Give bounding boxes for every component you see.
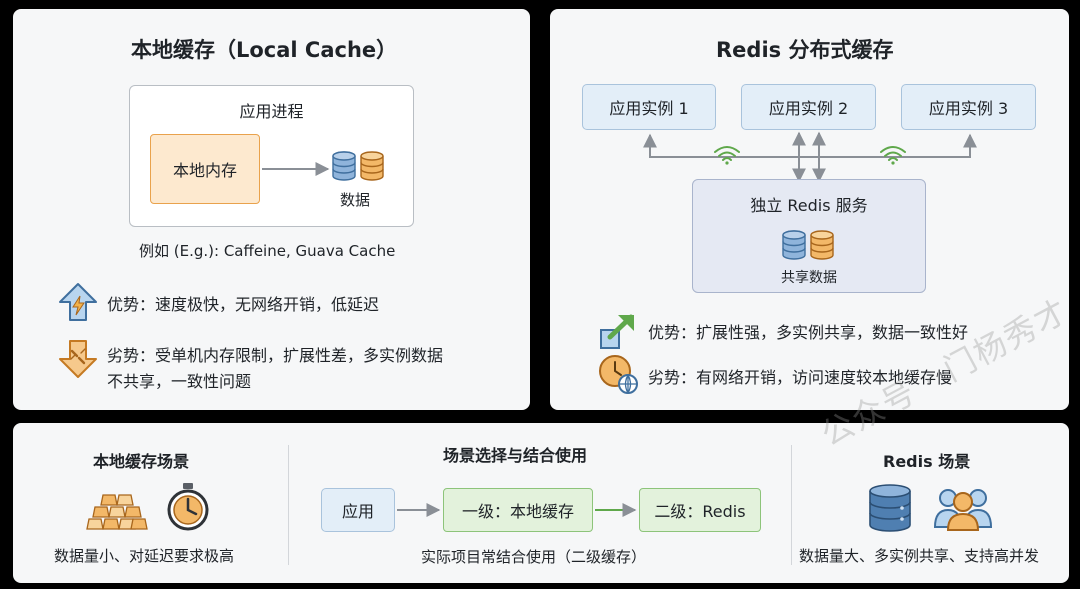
- redis-scenario-title: Redis 场景: [883, 452, 971, 471]
- data-stack-icon: [332, 148, 388, 184]
- redis-service-box: 独立 Redis 服务 共享数据: [692, 179, 926, 293]
- flow-l2-label: 二级：Redis: [654, 502, 746, 521]
- stopwatch-icon: [167, 483, 209, 531]
- scale-up-icon: [600, 314, 634, 349]
- local-cons-line2: 不共享，一致性问题: [107, 372, 252, 391]
- flow-arrow-1: [397, 503, 441, 517]
- flow-l1-local-box: 一级：本地缓存: [443, 488, 593, 532]
- app-process-label: 应用进程: [239, 102, 304, 121]
- scenario-center-title: 场景选择与结合使用: [443, 446, 588, 465]
- wifi-icon-right: [880, 146, 906, 165]
- app-instance-3-label: 应用实例 3: [928, 99, 1009, 118]
- shared-data-stack-icon: [782, 227, 838, 263]
- right-divider: [791, 445, 792, 565]
- flow-arrow-2: [595, 503, 637, 517]
- database-server-icon: [869, 484, 911, 532]
- users-group-icon: [933, 489, 993, 531]
- local-memory-box: 本地内存: [150, 134, 260, 204]
- app-instance-2: 应用实例 2: [741, 84, 876, 130]
- app-instance-1: 应用实例 1: [582, 84, 716, 130]
- lightning-up-icon: [59, 283, 97, 321]
- local-memory-label: 本地内存: [172, 161, 237, 180]
- redis-cache-panel: Redis 分布式缓存 应用实例 1 应用实例 2 应用实例 3 独立 Redi…: [550, 9, 1069, 410]
- local-cache-example: 例如 (E.g.): Caffeine, Guava Cache: [139, 242, 396, 260]
- redis-cons-text: 劣势：有网络开销，访问速度较本地缓存慢: [648, 368, 953, 387]
- redis-service-label: 独立 Redis 服务: [750, 196, 868, 215]
- flow-l2-redis-box: 二级：Redis: [639, 488, 761, 532]
- local-cons-line1: 劣势：受单机内存限制，扩展性差，多实例数据: [107, 346, 444, 365]
- left-divider: [288, 445, 289, 565]
- app-instance-3: 应用实例 3: [901, 84, 1036, 130]
- shared-data-label: 共享数据: [781, 270, 837, 286]
- data-label: 数据: [340, 191, 371, 209]
- local-cache-title: 本地缓存（Local Cache）: [131, 38, 398, 62]
- local-scenario-caption: 数据量小、对延迟要求极高: [54, 547, 235, 565]
- redis-scenario-caption: 数据量大、多实例共享、支持高并发: [799, 547, 1040, 565]
- flow-l1-label: 一级：本地缓存: [461, 502, 574, 521]
- flow-app-label: 应用: [341, 502, 374, 521]
- scenario-panel: 本地缓存场景 数据量小、对延迟要求极高 场景选择与结合使用 应用 一级：本地缓存…: [13, 423, 1069, 583]
- local-scenario-title: 本地缓存场景: [93, 452, 190, 471]
- instance-connection-lines: [643, 131, 977, 183]
- clock-globe-icon: [599, 355, 638, 394]
- local-pros-text: 优势：速度极快，无网络开销，低延迟: [107, 295, 380, 314]
- local-cache-panel: 本地缓存（Local Cache） 应用进程 本地内存 数据 例如 (E.g.)…: [13, 9, 530, 410]
- flow-app-box: 应用: [321, 488, 395, 532]
- app-instance-2-label: 应用实例 2: [768, 99, 849, 118]
- broken-link-down-icon: [59, 340, 97, 378]
- app-process-box: 应用进程 本地内存 数据: [129, 85, 414, 227]
- wifi-icon-left: [714, 146, 740, 165]
- app-instance-1-label: 应用实例 1: [609, 99, 689, 118]
- redis-pros-text: 优势：扩展性强，多实例共享，数据一致性好: [648, 323, 969, 342]
- memory-to-data-arrow: [262, 162, 330, 176]
- scenario-center-caption: 实际项目常结合使用（二级缓存）: [421, 548, 647, 566]
- gold-bars-icon: [86, 494, 148, 530]
- redis-cache-title: Redis 分布式缓存: [716, 38, 894, 62]
